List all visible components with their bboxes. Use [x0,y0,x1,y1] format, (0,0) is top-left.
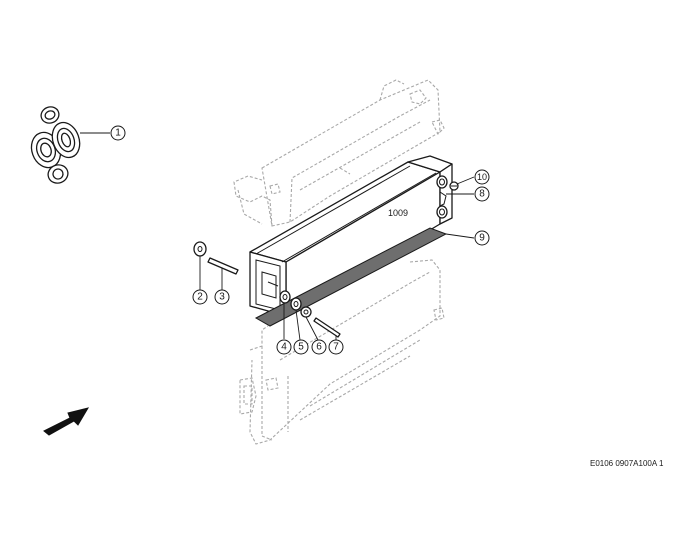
callout-6: 6 [311,339,327,355]
o-ring-part-4[interactable] [279,290,291,304]
pin-part-3[interactable] [207,257,239,275]
svg-text:9: 9 [479,233,485,244]
svg-text:6: 6 [316,342,322,353]
leader-lines [80,132,475,341]
washer-part-2[interactable] [193,241,207,257]
screw-part-10[interactable] [449,181,459,191]
callout-2: 2 [192,289,208,305]
callout-10: 10 [474,169,490,185]
svg-text:8: 8 [479,189,485,200]
plug-part-5[interactable] [290,297,302,311]
callout-8: 8 [474,186,490,202]
svg-text:4: 4 [281,342,287,353]
svg-text:2: 2 [197,292,203,303]
svg-text:5: 5 [298,342,304,353]
svg-text:1: 1 [115,128,121,139]
right-end-boss-upper [436,175,448,189]
callout-1: 1 [110,125,126,141]
svg-text:3: 3 [219,292,225,303]
rod-part-7[interactable] [313,317,341,338]
gasket-set[interactable] [27,104,85,185]
callout-7: 7 [328,339,344,355]
svg-text:7: 7 [333,342,339,353]
svg-text:10: 10 [477,172,487,182]
ghost-engine-lower [239,259,445,445]
right-end-boss-lower [436,205,448,219]
drawing-code: E0106 0907A100A 1 [590,459,664,468]
ghost-engine-upper [233,79,445,227]
callout-3: 3 [214,289,230,305]
callout-9: 9 [474,230,490,246]
direction-arrow-icon [43,407,90,436]
callout-5: 5 [293,339,309,355]
part-reference-code: 1009 [388,208,408,218]
seal-part-6[interactable] [300,306,312,318]
callout-4: 4 [276,339,292,355]
